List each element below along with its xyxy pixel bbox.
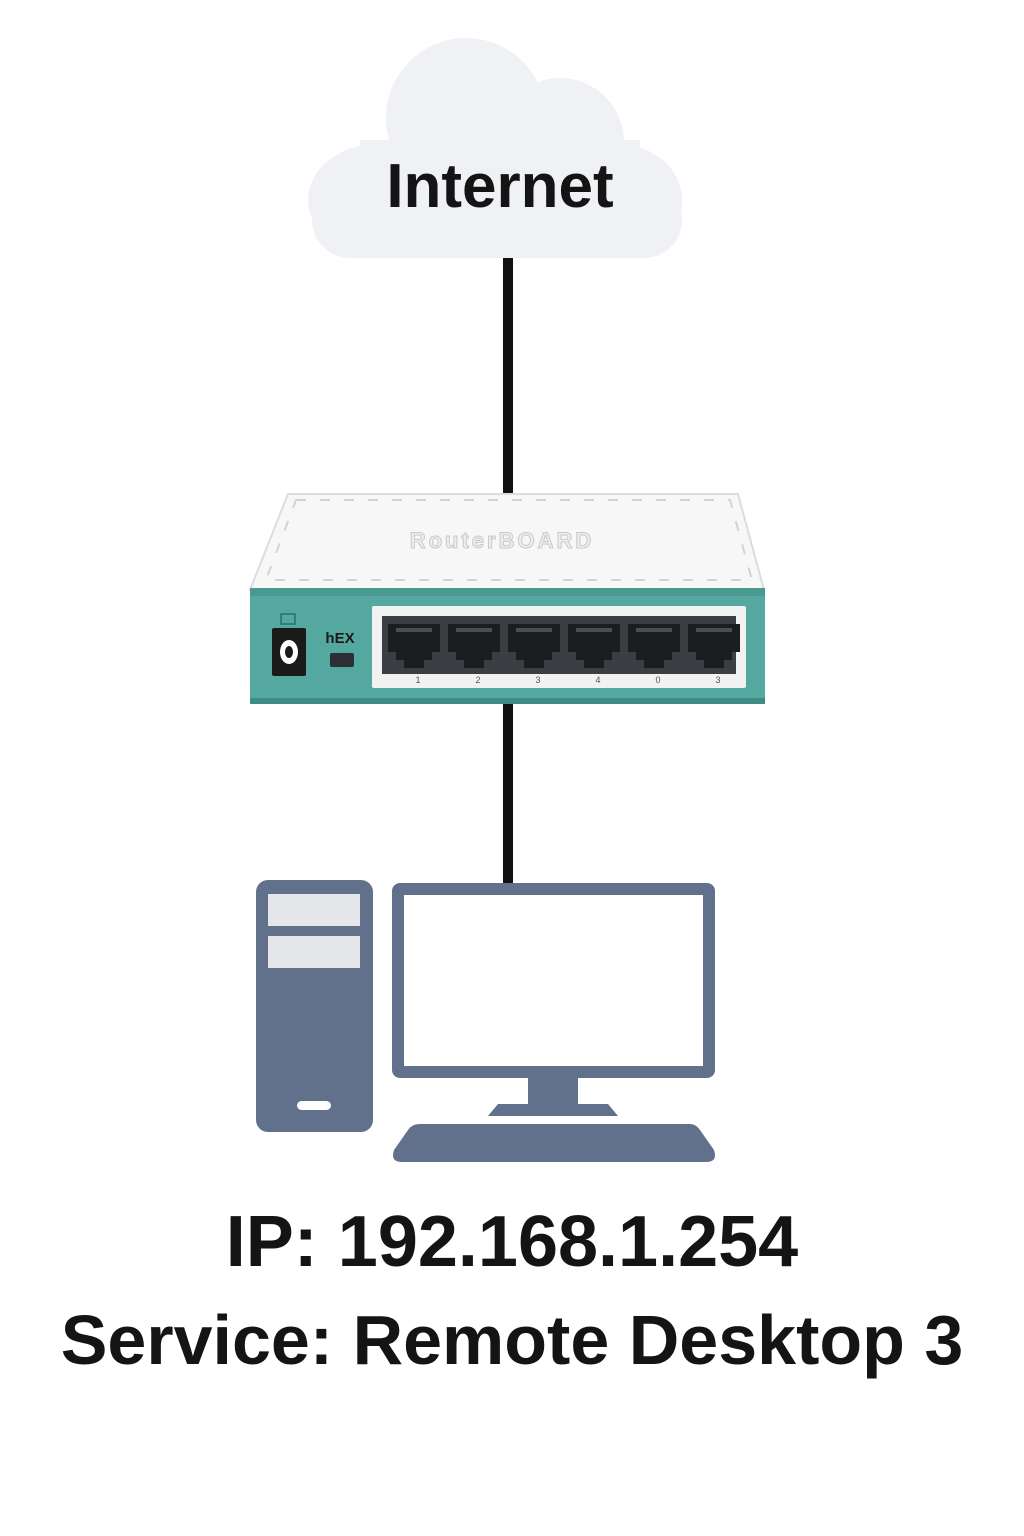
cloud-label: Internet (386, 152, 613, 221)
port-label-1: 1 (415, 675, 420, 685)
ethernet-ports: 1 2 3 4 0 3 (388, 624, 740, 685)
ethernet-port-4: 4 (568, 624, 620, 685)
desktop-tower-icon (256, 880, 373, 1132)
port-label-4: 4 (595, 675, 600, 685)
ethernet-port-3: 3 (508, 624, 560, 685)
ethernet-port-5: 0 (628, 624, 680, 685)
power-jack-icon (272, 613, 306, 676)
cloud-icon (308, 38, 682, 258)
port-label-3: 3 (535, 675, 540, 685)
service-label: Service: Remote Desktop 3 (60, 1301, 964, 1379)
router-icon: RouterBOARD hEX 1 2 3 4 0 3 (248, 493, 766, 704)
port-label-5: 0 (655, 675, 660, 685)
router-brand-text: RouterBOARD (410, 528, 595, 553)
router-led (330, 653, 354, 667)
port-label-2: 2 (475, 675, 480, 685)
ethernet-port-2: 2 (448, 624, 500, 685)
keyboard-icon (393, 1124, 715, 1162)
ip-address-label: IP: 192.168.1.254 (225, 1202, 799, 1282)
port-label-6: 3 (715, 675, 720, 685)
ethernet-port-6: 3 (688, 624, 740, 685)
monitor-icon (392, 883, 715, 1116)
router-model-label: hEX (325, 630, 354, 647)
ethernet-port-1: 1 (388, 624, 440, 685)
